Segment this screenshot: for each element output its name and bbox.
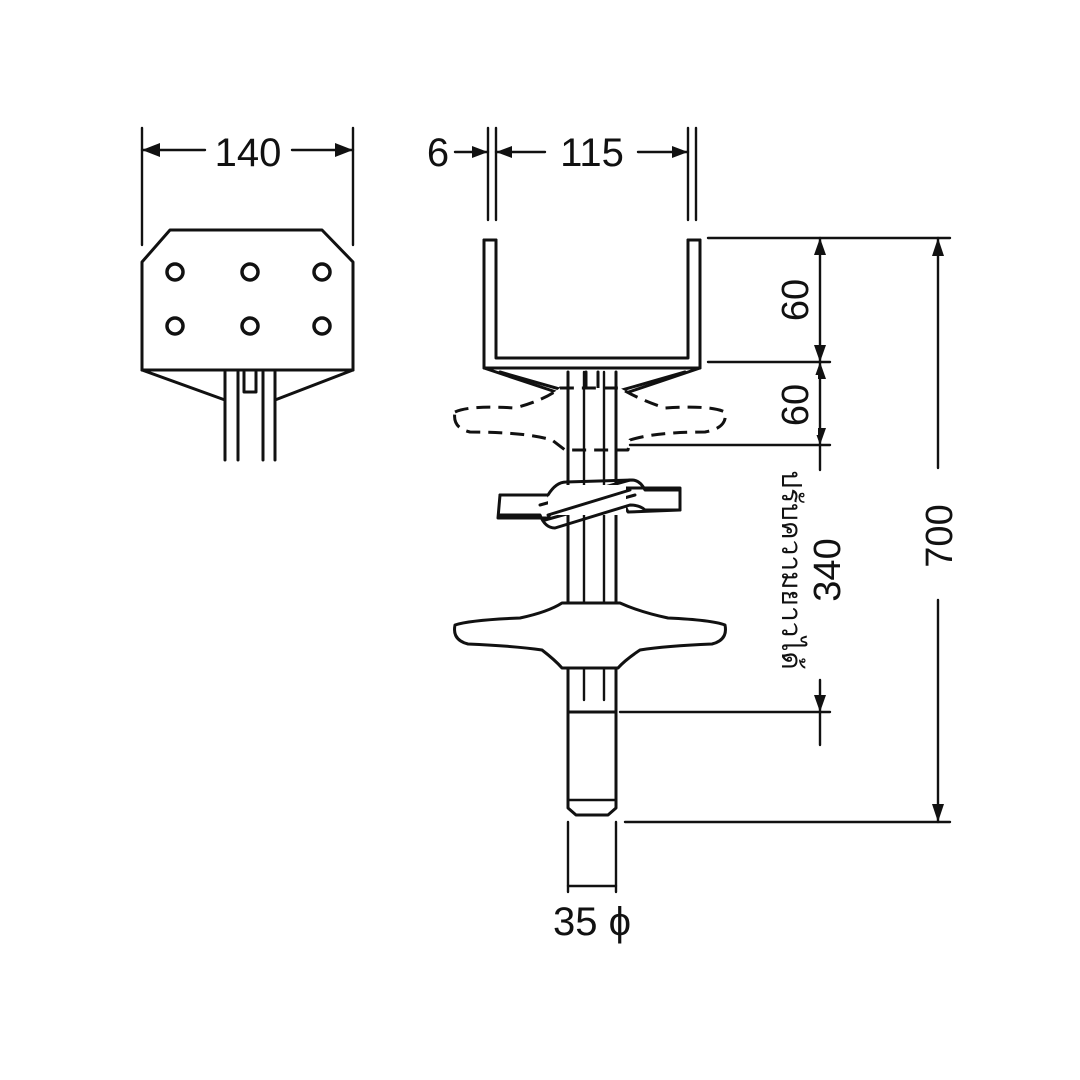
label-bg bbox=[778, 270, 818, 330]
dim-lower-60: 60 bbox=[775, 384, 817, 426]
dim-inner-width: 115 bbox=[560, 131, 624, 175]
bolt-hole bbox=[165, 316, 185, 336]
arrow-head bbox=[932, 238, 944, 256]
bolt-hole bbox=[312, 316, 332, 336]
break-right bbox=[620, 486, 682, 514]
dim-adjustable-length: 340 bbox=[807, 538, 849, 601]
arrow-head bbox=[814, 345, 826, 362]
break-top bbox=[498, 478, 682, 497]
bolt-hole bbox=[165, 262, 185, 282]
rod-tip bbox=[566, 710, 618, 817]
arrow-head bbox=[496, 146, 512, 158]
dim-wall-thickness: 6 bbox=[427, 131, 449, 175]
label-bg bbox=[778, 375, 818, 435]
dim-rod-diameter: 35 ϕ bbox=[553, 900, 631, 944]
stem-slot bbox=[242, 370, 258, 394]
arrow-head bbox=[672, 146, 688, 158]
bolt-hole bbox=[240, 262, 260, 282]
adjusting-nut bbox=[453, 601, 727, 670]
arrow-head bbox=[142, 143, 160, 157]
arrow-head bbox=[472, 146, 488, 158]
gusset bbox=[140, 368, 355, 402]
bracket-inner bbox=[494, 238, 690, 360]
note-adjustable: ปรับความยาวได้ bbox=[775, 470, 808, 669]
break-diagonal bbox=[546, 488, 632, 517]
arrow-head bbox=[814, 362, 826, 379]
gusset bbox=[498, 370, 687, 394]
bolt-hole bbox=[240, 316, 260, 336]
break-bottom bbox=[498, 503, 682, 530]
arrow-head bbox=[335, 143, 353, 157]
gusset bbox=[482, 366, 702, 397]
dim-upper-60: 60 bbox=[775, 279, 817, 321]
dim-overall-height: 700 bbox=[919, 504, 961, 567]
front-view: 140 bbox=[140, 126, 355, 462]
bracket-outer bbox=[482, 238, 702, 370]
base-plate bbox=[140, 228, 355, 372]
arrow-head bbox=[932, 804, 944, 822]
arrow-head bbox=[814, 238, 826, 255]
nut-dashed bbox=[453, 386, 727, 452]
dim-plate-width: 140 bbox=[215, 131, 282, 175]
bolt-hole bbox=[312, 262, 332, 282]
side-view: 6 115 bbox=[427, 126, 961, 944]
arrow-head bbox=[814, 695, 826, 712]
